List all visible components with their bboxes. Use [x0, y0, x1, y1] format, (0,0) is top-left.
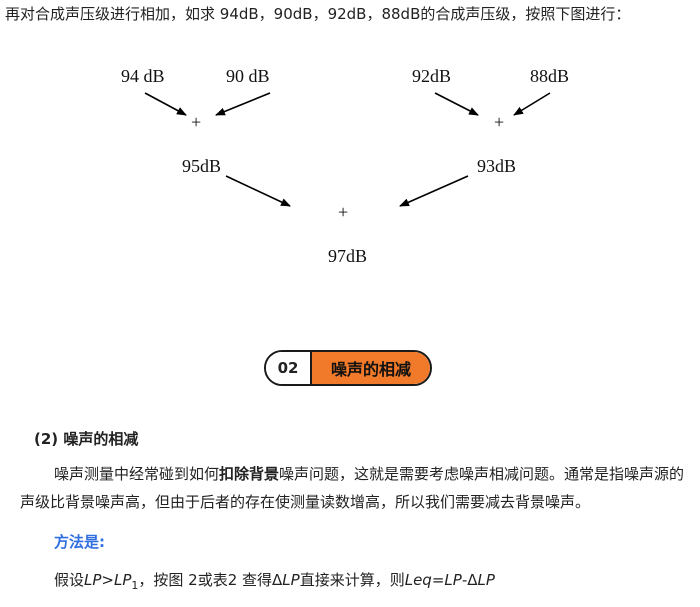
formula-gt: > — [101, 571, 114, 589]
arrow-95-to-plus — [225, 175, 291, 207]
section-badge-title: 噪声的相减 — [312, 352, 430, 384]
input-label-94db: 94 dB — [121, 66, 165, 86]
section-heading: (2) 噪声的相减 — [34, 430, 139, 448]
arrow-88-to-plus — [513, 92, 551, 116]
formula-var-lp: LP — [84, 571, 102, 589]
formula-var-lp-delta: LP — [282, 571, 300, 589]
method-label: 方法是: — [54, 533, 105, 551]
section-badge: 02 噪声的相减 — [264, 350, 432, 386]
sound-level-addition-diagram: 94 dB 90 dB 92dB 88dB + + 95dB 93dB + 97… — [121, 66, 569, 266]
arrow-92-to-plus — [434, 92, 479, 116]
paragraph-text-part2: 噪声问题，这就是需要考虑噪声相减问题。通常是指噪声源的声级比背景噪声高，但由于后… — [20, 465, 685, 511]
arrow-90-to-plus — [215, 92, 271, 116]
plus-sign-right: + — [494, 112, 504, 132]
result-label-97db: 97dB — [328, 246, 367, 266]
formula-var-leq: Leq — [404, 571, 432, 589]
formula-eq: = — [431, 571, 445, 589]
formula-minus-delta: -Δ — [461, 571, 478, 589]
formula-text-1: 假设 — [54, 571, 85, 589]
formula-var-lp1: LP — [114, 571, 132, 589]
formula-var-lp-end: LP — [444, 571, 462, 589]
intermediate-label-95db: 95dB — [182, 156, 221, 176]
paragraph-text-part1: 噪声测量中经常碰到如何 — [54, 465, 220, 483]
plus-sign-left: + — [191, 112, 201, 132]
body-paragraph: 噪声测量中经常碰到如何扣除背景噪声问题，这就是需要考虑噪声相减问题。通常是指噪声… — [20, 460, 688, 516]
input-label-88db: 88dB — [530, 66, 569, 86]
arrow-93-to-plus — [399, 175, 469, 207]
paragraph-bold-text: 扣除背景 — [219, 465, 280, 483]
intermediate-label-93db: 93dB — [477, 156, 516, 176]
plus-sign-final: + — [338, 202, 348, 222]
formula-text-2: ，按图 2或表2 查得Δ — [138, 571, 283, 589]
formula-var-lp-last: LP — [477, 571, 495, 589]
arrow-94-to-plus — [144, 92, 187, 116]
input-label-92db: 92dB — [412, 66, 451, 86]
formula-line: 假设LP>LP1，按图 2或表2 查得ΔLP直接来计算，则Leq=LP-ΔLP — [54, 569, 495, 592]
formula-subscript-1: 1 — [131, 579, 139, 592]
intro-text: 再对合成声压级进行相加，如求 94dB，90dB，92dB，88dB的合成声压级… — [5, 5, 631, 23]
input-label-90db: 90 dB — [226, 66, 270, 86]
section-badge-number: 02 — [266, 352, 312, 384]
formula-text-3: 直接来计算，则 — [299, 571, 405, 589]
